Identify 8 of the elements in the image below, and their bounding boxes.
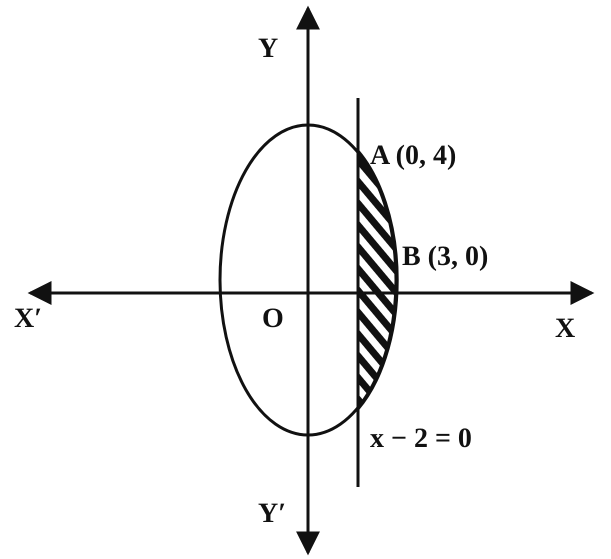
point-label: A (0, 4): [370, 142, 456, 170]
axis-label: Y′: [258, 500, 286, 528]
axis-label: X: [555, 315, 576, 343]
axis-label: X′: [14, 305, 42, 333]
point-label: B (3, 0): [402, 243, 488, 271]
origin-label: O: [262, 305, 284, 333]
axis-label: Y: [258, 35, 278, 63]
equation-label: x − 2 = 0: [370, 425, 472, 453]
